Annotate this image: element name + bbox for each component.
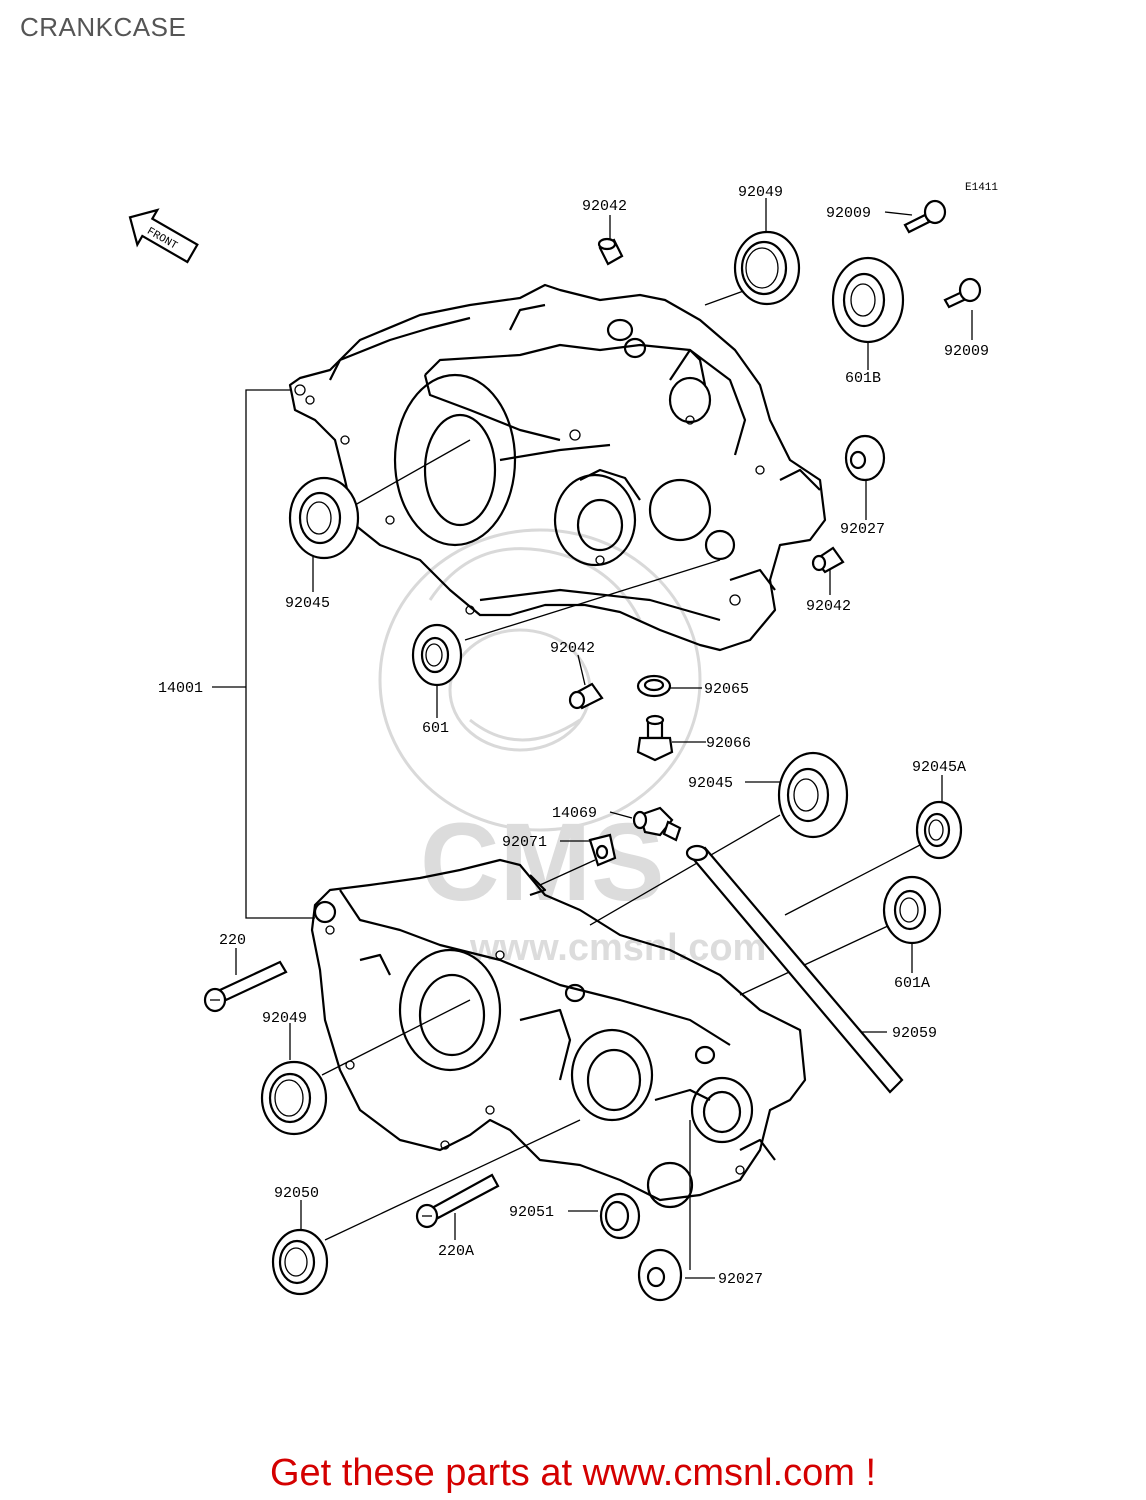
callout-labels: 92042 92049 92009 92009 601B 92027 92042… bbox=[158, 184, 989, 1288]
lower-crankcase-half bbox=[310, 858, 807, 1209]
callout-14069: 14069 bbox=[552, 805, 597, 822]
dowel-pin-92042-mid bbox=[568, 682, 604, 710]
oil-seal-92049-low bbox=[260, 1060, 328, 1136]
callout-92027-right: 92027 bbox=[840, 521, 885, 538]
collar-92027-right bbox=[844, 434, 886, 482]
elbow-fitting-14069 bbox=[632, 806, 682, 842]
callout-601A: 601A bbox=[894, 975, 930, 992]
callout-92066: 92066 bbox=[706, 735, 751, 752]
collar-92027-low bbox=[637, 1248, 683, 1302]
screw-92009-b bbox=[943, 277, 982, 309]
ball-bearing-601 bbox=[411, 623, 463, 687]
ball-bearing-92045-left bbox=[288, 476, 360, 560]
page-title: CRANKCASE bbox=[20, 12, 187, 42]
dowel-pin-92042-top bbox=[597, 237, 624, 266]
bolt-220 bbox=[203, 960, 288, 1013]
callout-92071: 92071 bbox=[502, 834, 547, 851]
callout-14001: 14001 bbox=[158, 680, 203, 697]
callout-92042-mid: 92042 bbox=[550, 640, 595, 657]
callout-92051: 92051 bbox=[509, 1204, 554, 1221]
cta-link[interactable]: Get these parts at www.cmsnl.com ! bbox=[269, 1452, 877, 1494]
callout-92042-right: 92042 bbox=[806, 598, 851, 615]
callout-601: 601 bbox=[422, 720, 449, 737]
bolt-220A bbox=[415, 1173, 500, 1229]
front-arrow-icon: FRONT bbox=[128, 208, 199, 264]
watermark: CMS www.cmsnl.com bbox=[378, 528, 766, 969]
callout-220A: 220A bbox=[438, 1243, 474, 1260]
ball-bearing-601B bbox=[831, 256, 905, 344]
callout-92045-left: 92045 bbox=[285, 595, 330, 612]
screw-92009-a bbox=[903, 199, 947, 234]
clamp-92071 bbox=[588, 833, 617, 867]
upper-crankcase-half bbox=[288, 283, 827, 652]
callout-92065: 92065 bbox=[704, 681, 749, 698]
callout-92059: 92059 bbox=[892, 1025, 937, 1042]
gasket-92065 bbox=[636, 674, 672, 698]
callout-92049-low: 92049 bbox=[262, 1010, 307, 1027]
callout-92045-mid: 92045 bbox=[688, 775, 733, 792]
breather-tube-92059 bbox=[685, 844, 904, 1094]
oil-seal-92051 bbox=[599, 1192, 641, 1240]
callout-92027-low: 92027 bbox=[718, 1271, 763, 1288]
ball-bearing-92045-mid bbox=[777, 751, 849, 839]
callout-92045A: 92045A bbox=[912, 759, 966, 776]
leader-lines bbox=[212, 198, 973, 1279]
oil-seal-92049-top bbox=[733, 230, 801, 306]
ball-bearing-601A bbox=[882, 875, 942, 945]
callout-92049-top: 92049 bbox=[738, 184, 783, 201]
callout-92042-top: 92042 bbox=[582, 198, 627, 215]
ball-bearing-92045A bbox=[915, 800, 963, 860]
callout-92009-a: 92009 bbox=[826, 205, 871, 222]
drain-plug-92066 bbox=[636, 714, 674, 762]
oil-seal-92050 bbox=[271, 1228, 329, 1296]
callout-92050: 92050 bbox=[274, 1185, 319, 1202]
callout-92009-b: 92009 bbox=[944, 343, 989, 360]
dowel-pin-92042-right bbox=[811, 546, 845, 574]
callout-220: 220 bbox=[219, 932, 246, 949]
diagram-code: E1411 bbox=[965, 182, 998, 194]
callout-601B: 601B bbox=[845, 370, 881, 387]
watermark-letters: CMS bbox=[420, 801, 664, 924]
